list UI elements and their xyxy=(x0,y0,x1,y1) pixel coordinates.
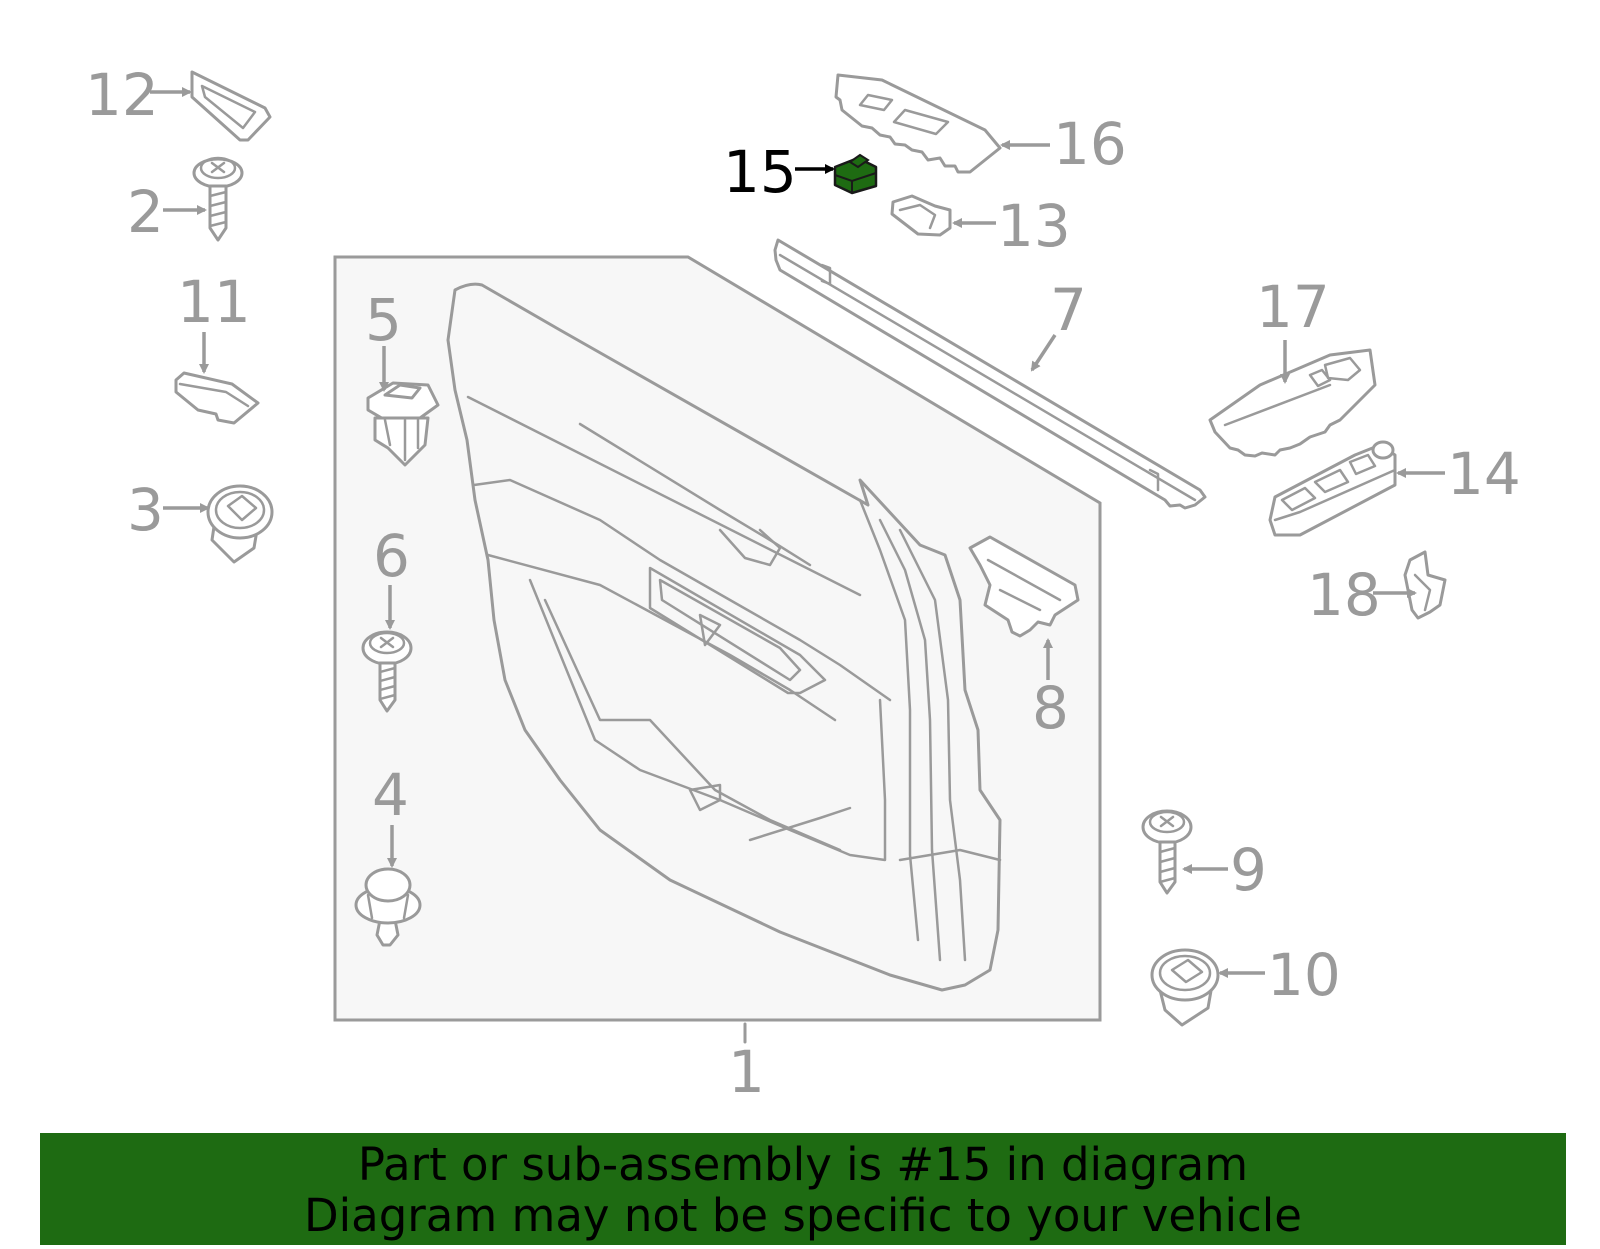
part-2-screw xyxy=(192,156,244,242)
part-16-switch-bezel xyxy=(834,73,1002,174)
part-10-grommet xyxy=(1150,948,1220,1027)
callout-18: 18 xyxy=(1307,561,1381,629)
callout-12: 12 xyxy=(85,61,159,129)
callout-17: 17 xyxy=(1256,273,1330,341)
callout-9: 9 xyxy=(1230,836,1267,904)
callout-16: 16 xyxy=(1053,110,1127,178)
part-9-screw xyxy=(1141,809,1193,895)
callout-15: 15 xyxy=(723,138,797,206)
part-3-grommet xyxy=(206,484,274,564)
info-banner: Part or sub-assembly is #15 in diagram D… xyxy=(40,1133,1566,1245)
callout-10: 10 xyxy=(1267,941,1341,1009)
part-6-screw xyxy=(361,630,413,713)
door-trim-panel xyxy=(333,255,1102,1022)
part-14-window-switch xyxy=(1268,440,1397,537)
callout-8: 8 xyxy=(1032,674,1069,742)
callout-4: 4 xyxy=(372,761,409,829)
part-13-switch-clip xyxy=(890,194,952,237)
callout-11: 11 xyxy=(177,268,251,336)
part-5-clip xyxy=(366,381,440,467)
part-11-trim-piece xyxy=(174,371,260,425)
leader-arrows xyxy=(150,87,1445,1044)
callout-2: 2 xyxy=(127,178,164,246)
part-4-push-clip xyxy=(354,867,422,947)
callout-5: 5 xyxy=(365,286,402,354)
callout-13: 13 xyxy=(997,192,1071,260)
part-17-switch-panel xyxy=(1208,348,1377,458)
callout-14: 14 xyxy=(1447,440,1521,508)
part-7-weatherstrip xyxy=(773,238,1207,510)
callout-labels: 12 2 11 3 5 6 4 1 15 16 13 7 17 14 18 8 … xyxy=(85,61,1521,1106)
part-15-highlighted xyxy=(833,153,878,195)
callout-3: 3 xyxy=(127,476,164,544)
callout-7: 7 xyxy=(1050,276,1087,344)
part-18-clip xyxy=(1403,550,1447,620)
callout-6: 6 xyxy=(373,522,410,590)
banner-line-part-number: Part or sub-assembly is #15 in diagram xyxy=(357,1138,1249,1191)
part-8-bracket xyxy=(968,535,1080,638)
banner-line-disclaimer: Diagram may not be specific to your vehi… xyxy=(304,1189,1302,1242)
part-12-trim-cover xyxy=(190,70,272,142)
callout-1: 1 xyxy=(728,1038,765,1106)
